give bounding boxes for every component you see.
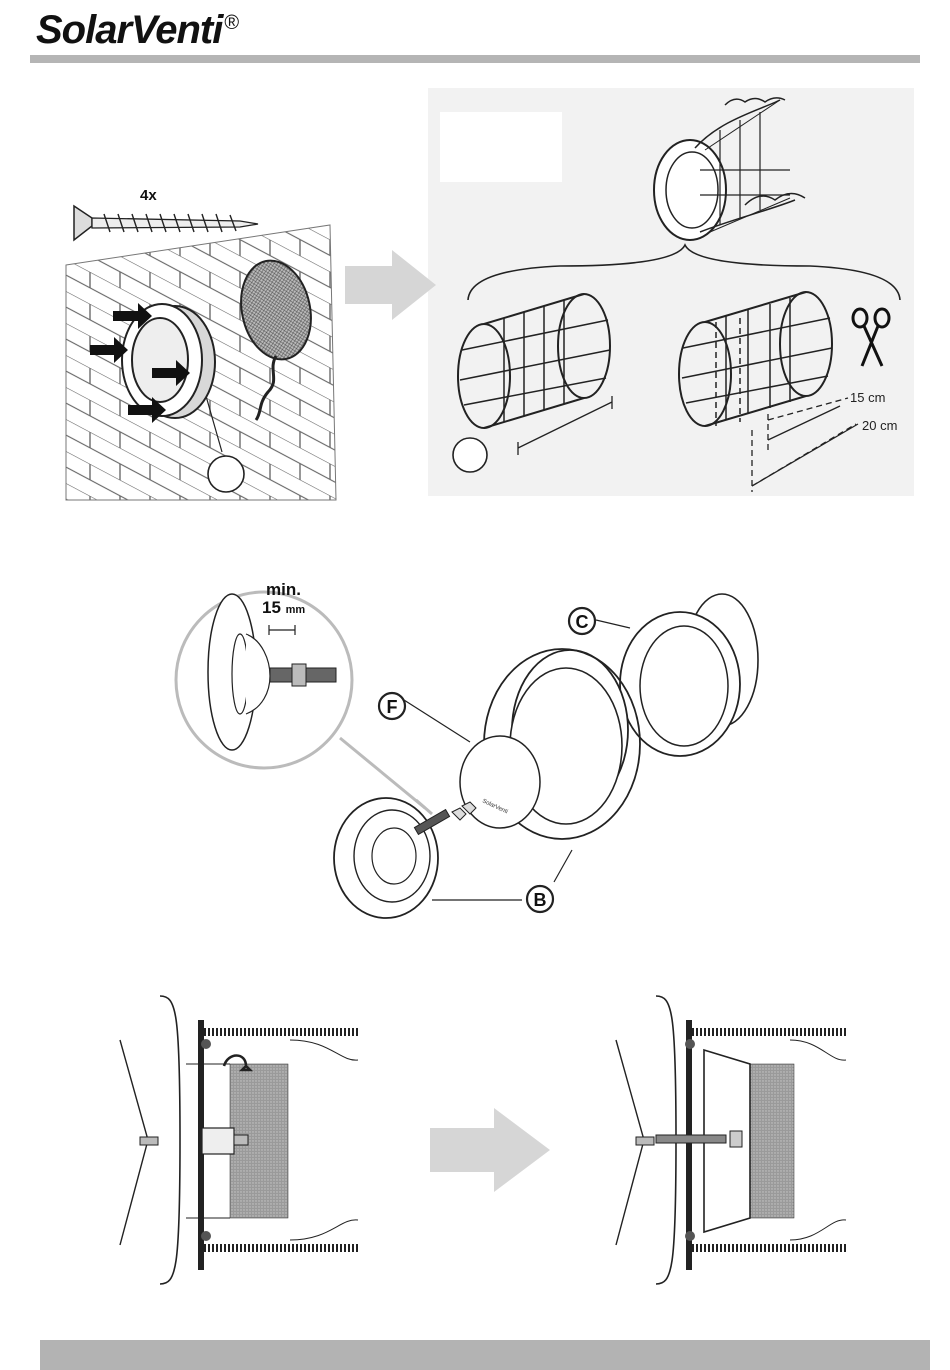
min-unit: mm [286,604,306,616]
callout-circle-empty [208,456,244,492]
screw-count-label: 4x [140,187,157,204]
min-value-row: 15 mm [262,598,305,618]
footer-bar [40,1340,930,1370]
step4-section-after [616,996,846,1284]
step3-exploded-illustration: SolarVenti [176,592,758,918]
min-value: 15 [262,598,281,617]
length-short-label: 15 cm [850,390,885,405]
min-label: min. [266,580,301,600]
callout-b-label: B [534,890,547,910]
callout-c-label: C [576,612,589,632]
length-long-label: 20 cm [862,418,897,433]
wall-ring [122,304,215,418]
scissors-icon [853,309,889,366]
step2-mesh-illustration [453,98,900,492]
next-arrow-2 [430,1108,550,1192]
next-arrow [345,250,436,320]
callout-f-label: F [387,697,398,717]
step1-wall-illustration [66,206,336,500]
step4-section-before [120,996,358,1284]
screw-icon [74,206,258,240]
